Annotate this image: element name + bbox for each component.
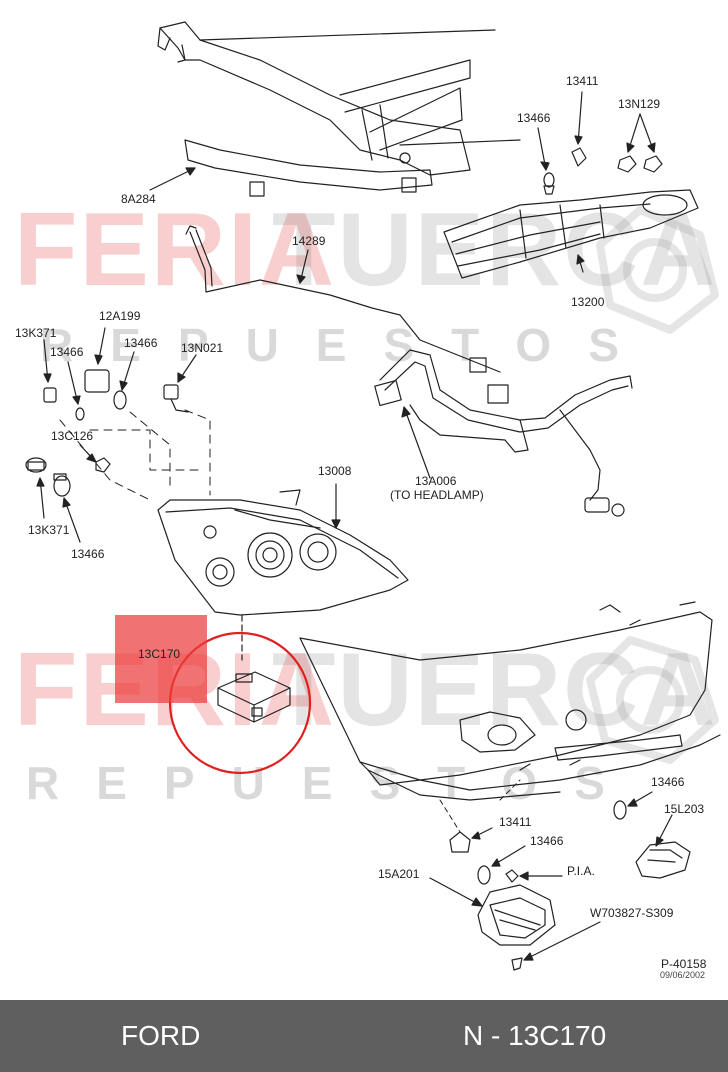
label-13k371-bottom: 13K371: [28, 523, 70, 537]
label-13c170: 13C170: [138, 647, 181, 661]
label-15l203: 15L203: [664, 802, 705, 816]
label-to-headlamp: (TO HEADLAMP): [390, 488, 484, 502]
brand-name: FORD: [121, 1020, 201, 1051]
label-13466-left: 13466: [50, 345, 84, 359]
side-lamp-15l203-shape: [613, 791, 691, 879]
ballast-13c170-shape: [217, 671, 291, 723]
label-w703827: W703827-S309: [590, 906, 674, 920]
watermark-nut-logo: [586, 206, 719, 764]
label-13466-lower: 13466: [71, 547, 105, 561]
label-13466-bottom: 13466: [530, 834, 564, 848]
highlight-circle: [168, 631, 312, 775]
harness-13a006-shape: [374, 349, 633, 517]
watermark-sub: REPUESTOS: [40, 319, 656, 371]
part-number: N - 13C170: [463, 1020, 607, 1051]
label-13466-mid: 13466: [124, 336, 158, 350]
left-sockets-shape: [25, 327, 211, 543]
caption-bar: FORD N - 13C170: [0, 1000, 728, 1072]
top-fasteners-shape: [537, 91, 663, 195]
watermark-sub-2: REPUESTOS: [26, 757, 642, 809]
ballast-highlight: [115, 615, 207, 703]
label-13200: 13200: [571, 295, 605, 309]
label-13466-top: 13466: [517, 111, 551, 125]
watermark-brand-right: TUERCA: [272, 192, 718, 308]
label-13n129: 13N129: [618, 97, 661, 111]
bumper-shape: [299, 601, 721, 801]
label-13a006: 13A006: [415, 474, 457, 488]
label-13411-bottom: 13411: [499, 815, 532, 829]
bracket-8a284-shape: [149, 21, 521, 197]
figure-id: P-40158: [661, 957, 707, 971]
label-13n021: 13N021: [181, 341, 224, 355]
label-pia: P.I.A.: [567, 864, 595, 878]
label-13008: 13008: [318, 464, 352, 478]
parts-diagram: FERIA TUERCA REPUESTOS FERIA TUERCA REPU…: [14, 21, 721, 980]
label-8a284: 8A284: [121, 192, 156, 206]
line-art: [25, 21, 721, 971]
label-13k371-top: 13K371: [15, 326, 57, 340]
foglamp-shape: [429, 779, 601, 971]
figure-date: 09/06/2002: [660, 970, 706, 980]
label-14289: 14289: [292, 234, 326, 248]
wire-14289-shape: [185, 225, 501, 373]
label-13411-top: 13411: [566, 74, 599, 88]
headlamp-13008-shape: [157, 483, 409, 661]
label-12a199: 12A199: [99, 309, 141, 323]
grille-13200-shape: [443, 189, 699, 279]
label-13466-right: 13466: [651, 775, 685, 789]
watermark-brand-right-2: TUERCA: [272, 632, 718, 748]
label-13c126: 13C126: [51, 429, 94, 443]
label-15a201: 15A201: [378, 867, 420, 881]
